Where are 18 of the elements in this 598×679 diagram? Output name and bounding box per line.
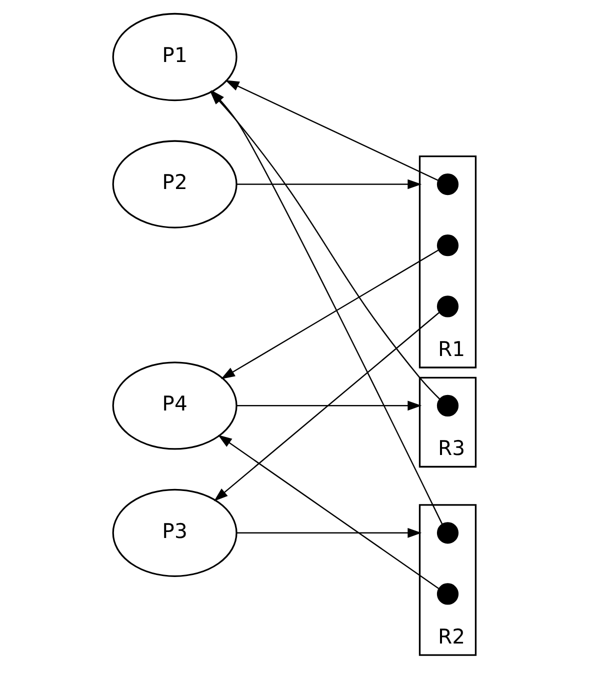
- cluster: R1: [418, 155, 476, 368]
- arrow: [224, 80, 438, 181]
- node-circle: [436, 296, 458, 318]
- cluster: R3: [418, 376, 476, 468]
- arrow: [236, 528, 422, 538]
- node-circle: [436, 173, 458, 196]
- arrow: [236, 400, 422, 411]
- node-circle: [436, 394, 458, 416]
- arrow: [236, 179, 422, 190]
- cluster: R2: [418, 504, 476, 656]
- arrow: [220, 250, 438, 380]
- arrow: [217, 434, 438, 590]
- node-circle: [436, 522, 458, 544]
- node-ellipse: P1: [112, 12, 237, 102]
- node-ellipse: P2: [112, 140, 237, 228]
- node-circle: [436, 234, 458, 256]
- arrow: [213, 312, 440, 502]
- node-circle: [436, 583, 458, 605]
